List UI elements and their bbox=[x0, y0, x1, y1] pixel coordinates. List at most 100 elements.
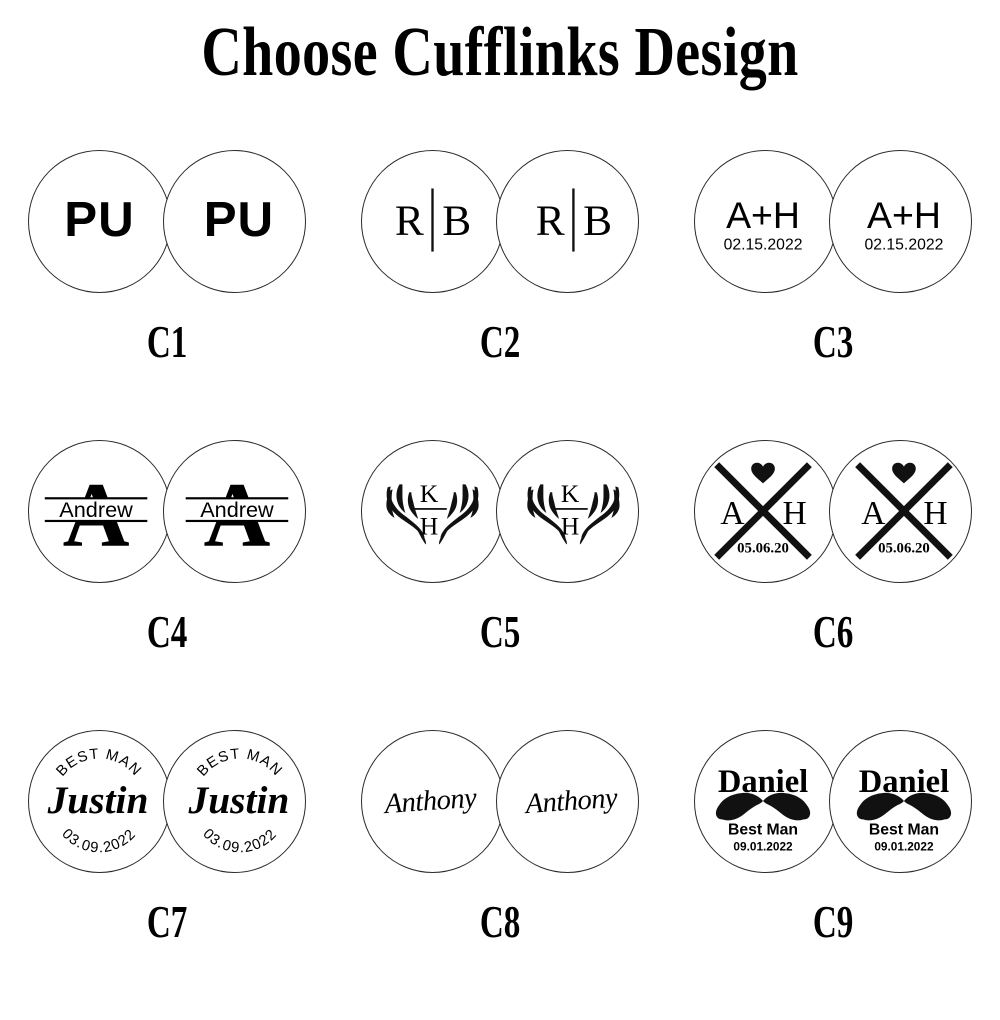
design-label-c1: C1 bbox=[146, 316, 187, 367]
c4-band-rule-bottom bbox=[44, 519, 147, 523]
design-option-c9[interactable]: Daniel Best Man 09.01.2022 Daniel bbox=[667, 730, 1000, 1020]
cufflink-pair-c2: R B R B bbox=[360, 150, 640, 300]
c2-initial-right: B bbox=[442, 197, 471, 245]
cufflink-pair-c3: A+H 02.15.2022 A+H 02.15.2022 bbox=[693, 150, 973, 300]
c2-divider-bar bbox=[431, 188, 434, 252]
design-label-c4: C4 bbox=[146, 606, 187, 657]
design-label-c2: C2 bbox=[479, 316, 521, 367]
c1-initials-left: PU bbox=[64, 192, 134, 247]
c7-top-text: BEST MAN bbox=[194, 746, 285, 779]
cufflink-disc-left: Anthony bbox=[360, 730, 504, 873]
design-label-c7: C7 bbox=[146, 896, 187, 947]
cufflink-disc-right: Anthony bbox=[495, 730, 639, 873]
design-option-c1[interactable]: PU PU C1 bbox=[0, 150, 333, 440]
design-label-c8: C8 bbox=[479, 896, 521, 947]
c4-band-rule-top bbox=[185, 497, 288, 500]
c9-role: Best Man bbox=[728, 822, 798, 839]
cufflink-disc-right: PU bbox=[162, 150, 306, 293]
antler-right-icon bbox=[438, 484, 479, 545]
c4-name: Andrew bbox=[59, 497, 133, 522]
cufflink-disc-left: R B bbox=[360, 150, 504, 293]
c4-name: Andrew bbox=[200, 497, 274, 522]
cufflink-disc-left: Daniel Best Man 09.01.2022 bbox=[694, 730, 838, 873]
c9-date: 09.01.2022 bbox=[875, 839, 935, 853]
c7-date: 03.09.2022 bbox=[58, 826, 139, 856]
cufflink-pair-c4: A Andrew A Andrew bbox=[27, 440, 307, 590]
design-label-c3: C3 bbox=[813, 316, 854, 367]
cufflink-disc-right: Daniel Best Man 09.01.2022 bbox=[829, 730, 973, 873]
c3-monogram: A+H bbox=[726, 194, 800, 236]
antler-right-icon bbox=[579, 484, 620, 545]
antler-left-icon bbox=[386, 484, 427, 545]
c6-cross-stroke-b bbox=[855, 462, 954, 560]
c3-date: 02.15.2022 bbox=[865, 237, 944, 254]
mustache-icon bbox=[716, 792, 811, 821]
cufflink-pair-c1: PU PU bbox=[27, 150, 307, 300]
design-option-c2[interactable]: R B R B C2 bbox=[333, 150, 666, 440]
cufflink-disc-right: A H 05.06.20 bbox=[829, 440, 973, 583]
c6-initial-right: H bbox=[783, 495, 807, 532]
cufflink-disc-left: PU bbox=[27, 150, 171, 293]
c6-initial-left: A bbox=[862, 495, 886, 532]
cufflink-pair-c8: Anthony Anthony bbox=[360, 730, 640, 880]
c7-name: Justin bbox=[46, 778, 148, 822]
c9-name: Daniel bbox=[859, 764, 949, 800]
c1-initials-right: PU bbox=[203, 192, 273, 247]
page-title: Choose Cufflinks Design bbox=[201, 14, 799, 91]
design-option-c3[interactable]: A+H 02.15.2022 A+H 02.15.2022 C3 bbox=[667, 150, 1000, 440]
design-option-c6[interactable]: A H 05.06.20 A H 05.06.20 C6 bbox=[667, 440, 1000, 730]
c4-band-rule-bottom bbox=[185, 519, 288, 523]
design-label-c6: C6 bbox=[813, 606, 854, 657]
cufflink-pair-c5: K H bbox=[360, 440, 640, 590]
c4-band-rule-top bbox=[44, 497, 147, 500]
cufflink-disc-right: K H bbox=[495, 440, 639, 583]
c4-name-band bbox=[185, 498, 288, 522]
c6-date: 05.06.20 bbox=[737, 540, 789, 556]
c2-initial-left: R bbox=[536, 197, 565, 245]
c8-name: Anthony bbox=[382, 783, 479, 821]
cufflink-disc-right: R B bbox=[495, 150, 639, 293]
c7-name: Justin bbox=[187, 778, 289, 822]
c2-initial-left: R bbox=[395, 197, 424, 245]
design-option-c4[interactable]: A Andrew A Andrew C4 bbox=[0, 440, 333, 730]
c6-cross-stroke-b bbox=[714, 462, 813, 560]
c5-initial-top: K bbox=[561, 479, 580, 508]
c3-monogram: A+H bbox=[867, 194, 941, 236]
c9-date: 09.01.2022 bbox=[734, 839, 794, 853]
cufflink-disc-left: A H 05.06.20 bbox=[694, 440, 838, 583]
antler-left-icon bbox=[527, 484, 567, 545]
c8-name: Anthony bbox=[522, 783, 619, 821]
c7-date: 03.09.2022 bbox=[199, 826, 280, 856]
cufflink-disc-right: A Andrew bbox=[162, 440, 306, 583]
c9-role: Best Man bbox=[869, 822, 939, 839]
heart-icon bbox=[892, 462, 917, 484]
c7-top-text: BEST MAN bbox=[53, 746, 144, 779]
c6-initial-left: A bbox=[721, 495, 745, 532]
cufflink-disc-left: BEST MAN Justin 03.09.2022 bbox=[27, 730, 171, 873]
c5-initial-bottom: H bbox=[420, 512, 439, 541]
design-option-c7[interactable]: BEST MAN Justin 03.09.2022 BEST MAN bbox=[0, 730, 333, 1020]
cufflink-pair-c9: Daniel Best Man 09.01.2022 Daniel bbox=[693, 730, 973, 880]
design-option-c5[interactable]: K H bbox=[333, 440, 666, 730]
mustache-icon bbox=[857, 792, 952, 821]
c5-initial-bottom: H bbox=[561, 512, 580, 541]
design-label-c9: C9 bbox=[813, 896, 854, 947]
cufflink-pair-c7: BEST MAN Justin 03.09.2022 BEST MAN bbox=[27, 730, 307, 880]
design-grid: PU PU C1 R B R bbox=[0, 150, 1000, 1020]
cufflink-disc-left: K H bbox=[360, 440, 504, 583]
design-label-c5: C5 bbox=[479, 606, 521, 657]
c4-name-band bbox=[44, 498, 147, 522]
c2-initial-right: B bbox=[583, 197, 612, 245]
cufflink-disc-left: A+H 02.15.2022 bbox=[694, 150, 838, 293]
c6-date: 05.06.20 bbox=[878, 540, 930, 556]
cufflink-pair-c6: A H 05.06.20 A H 05.06.20 bbox=[693, 440, 973, 590]
c5-initial-top: K bbox=[420, 479, 439, 508]
cufflink-disc-right: A+H 02.15.2022 bbox=[829, 150, 973, 293]
cufflink-disc-right: BEST MAN Justin 03.09.2022 bbox=[162, 730, 306, 873]
design-option-c8[interactable]: Anthony Anthony C8 bbox=[333, 730, 666, 1020]
c2-divider-bar bbox=[572, 188, 575, 252]
c5-divider-rule bbox=[552, 508, 588, 510]
heart-icon bbox=[751, 462, 776, 484]
c3-date: 02.15.2022 bbox=[724, 237, 803, 254]
c6-initial-right: H bbox=[924, 495, 948, 532]
